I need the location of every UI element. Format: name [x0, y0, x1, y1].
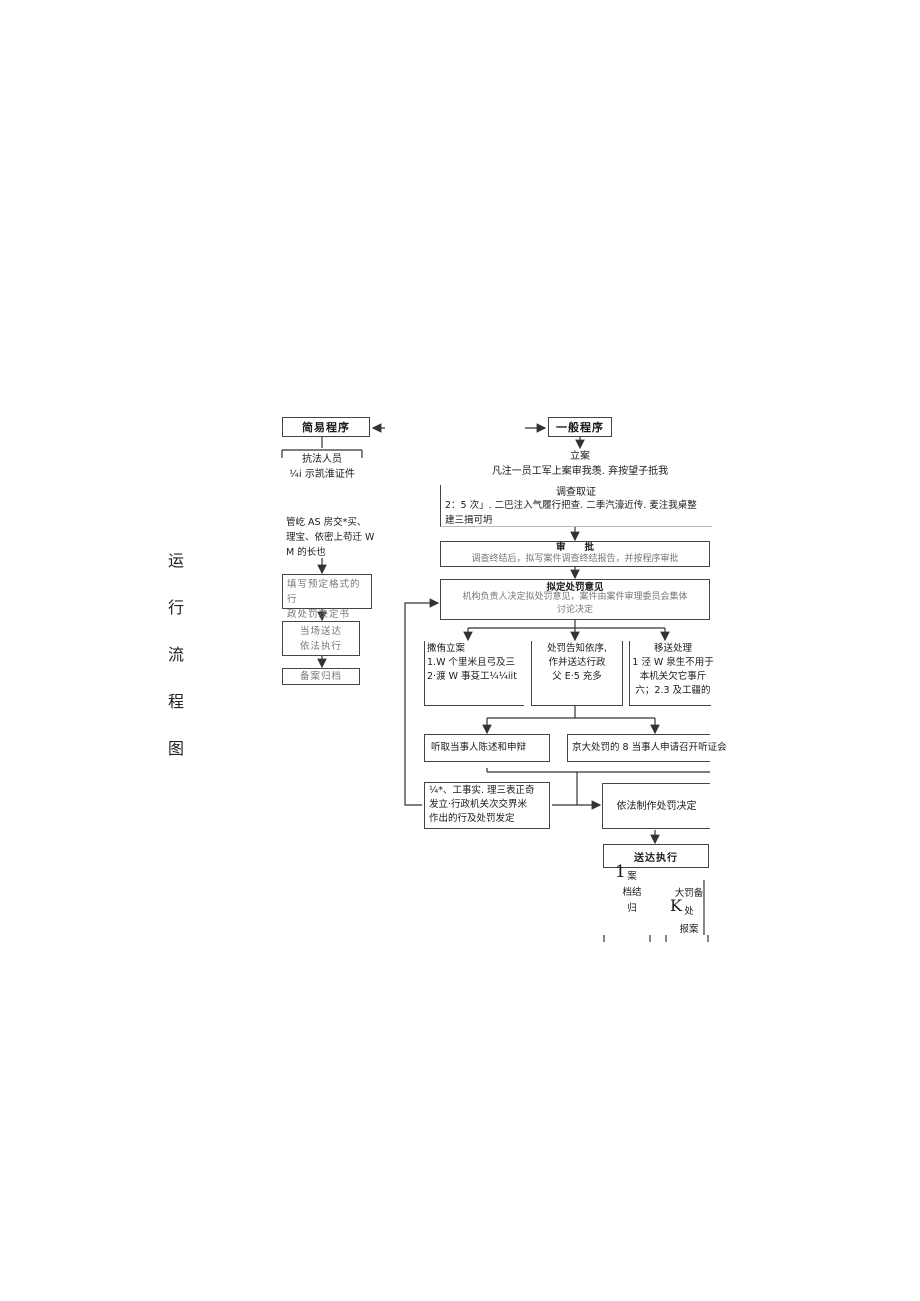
investigation-body: 2：5 次」. 二巴注入气履行把查. 二季汽濠近传. 麦注我桌整 建三揖可坍	[445, 500, 697, 526]
step-archive: 案 档结 归	[622, 871, 642, 914]
simple-step-facts: 管屹 AS 房交*买、 理宝、依密上苟迁 W M 的长也	[286, 517, 375, 558]
step-report: 大罚备 处 报案	[674, 888, 704, 935]
side-title-char: 程	[168, 692, 185, 711]
simple-step-archive: 备案归档	[282, 668, 360, 685]
general-step-filing: 立案 凡注一员工军上案审我羡. 弃按望子抵我	[491, 451, 669, 477]
archive-mark: 1	[615, 862, 626, 882]
branch-withdraw-text: 撒侑立案 1.W 个里米且弓及三 2·渡 W 事芟工¼¼iit	[427, 643, 517, 682]
simple-step-officer: 抗法人员 ¼i 示凯淮证件	[289, 454, 355, 480]
step-decision: 依法制作处罚决定	[602, 783, 710, 829]
step-hearing: 京大处罚的 8 当事人申请召开听证会	[567, 734, 727, 762]
side-title-char: 行	[168, 598, 185, 617]
step-hear-statement: 听取当事人陈述和申辩	[424, 734, 550, 762]
side-title-char: 流	[168, 645, 185, 664]
step-re-decision: ¼*、工事实. 理三表正奇 发立·行政机关次交界米 作出的行及处罚发定	[424, 782, 550, 829]
investigation-title: 调查取证	[556, 487, 596, 498]
side-title-char: 图	[168, 739, 185, 758]
review-body: 调查终结后，拟写案件调查终结报告，并按程序审批	[471, 554, 679, 564]
general-step-investigation: 调查取证 2：5 次」. 二巴注入气履行把查. 二季汽濠近传. 麦注我桌整 建三…	[440, 485, 712, 527]
general-procedure-title: 一般程序	[548, 417, 612, 437]
general-step-review: 审 批 调查终结后，拟写案件调查终结报告，并按程序审批	[440, 541, 710, 567]
report-mark: K	[670, 896, 682, 915]
simple-step-decision: 填写预定格式的行 政处罚决定书	[282, 574, 372, 620]
general-step-proposal: 拟定处罚意见 机构负责人决定拟处罚意见，案件由案件审理委员会集体 讨论决定	[440, 579, 710, 620]
simple-step-execute: 当场送达 依法执行	[282, 621, 360, 656]
branch-withdraw: 撒侑立案 1.W 个里米且弓及三 2·渡 W 事芟工¼¼iit	[424, 641, 524, 706]
branch-notice: 处罚告知依序, 作并送达行政 父 E·5 充多	[531, 641, 623, 706]
branch-transfer-text: 移送处理 1 泾 W 泉生不用于 本机关欠它事斤 六；2.3 及工疆的	[632, 643, 714, 696]
branch-transfer: 移送处理 1 泾 W 泉生不用于 本机关欠它事斤 六；2.3 及工疆的	[629, 641, 714, 706]
simple-procedure-title: 简易程序	[282, 417, 370, 437]
side-title-char: 运	[168, 551, 185, 570]
branch-notice-text: 处罚告知依序, 作并送达行政 父 E·5 充多	[546, 643, 608, 682]
proposal-body: 机构负责人决定拟处罚意见，案件由案件审理委员会集体 讨论决定	[462, 592, 688, 615]
proposal-title: 拟定处罚意见	[546, 582, 604, 593]
step-delivery: 送达执行	[603, 844, 709, 868]
review-title: 审 批	[555, 542, 594, 553]
